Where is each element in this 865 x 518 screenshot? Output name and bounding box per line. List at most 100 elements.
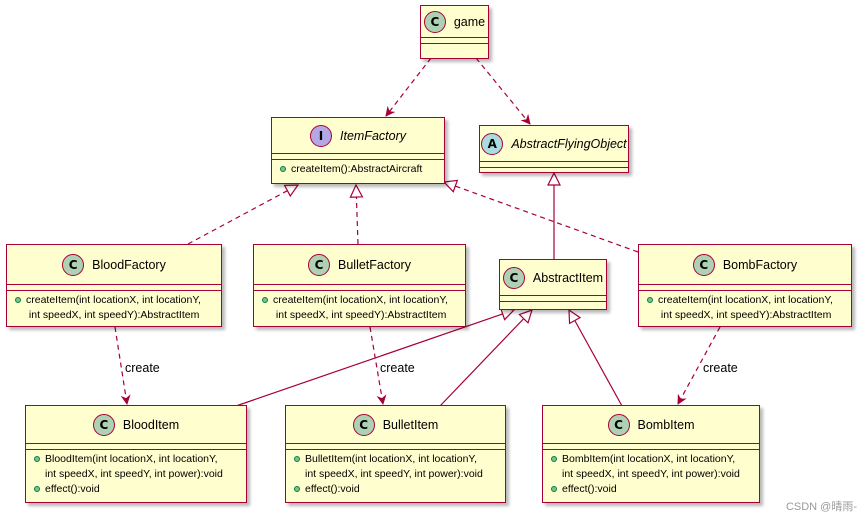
attribute-compartment bbox=[480, 162, 628, 168]
operation-compartment: createItem(int locationX, int locationY,… bbox=[639, 291, 851, 326]
class-blooditem: C BloodItem BloodItem(int locationX, int… bbox=[25, 405, 247, 503]
class-name: BulletFactory bbox=[338, 257, 411, 272]
public-method-icon bbox=[294, 486, 300, 492]
watermark-credit: CSDN @晴雨- bbox=[785, 501, 857, 513]
operation: BloodItem(int locationX, int locationY, … bbox=[34, 452, 246, 482]
attribute-compartment bbox=[272, 154, 444, 160]
operation-signature: BloodItem(int locationX, int locationY, … bbox=[45, 453, 223, 480]
class-stereotype-icon: C bbox=[352, 413, 375, 436]
attribute-compartment bbox=[26, 444, 246, 450]
operation: effect():void bbox=[34, 482, 246, 497]
class-bloodfactory: C BloodFactory createItem(int locationX,… bbox=[6, 244, 222, 327]
create-label-bomb: create bbox=[703, 361, 738, 375]
operation-signature: createItem():AbstractAircraft bbox=[291, 163, 423, 175]
class-name: BombFactory bbox=[722, 257, 798, 272]
edge-bombitem-extends-abstractitem bbox=[569, 310, 623, 407]
operation-signature: BulletItem(int locationX, int locationY,… bbox=[305, 453, 483, 480]
operation-compartment: createItem(int locationX, int locationY,… bbox=[7, 291, 221, 326]
operation-compartment: createItem():AbstractAircraft bbox=[272, 160, 444, 180]
interface-itemfactory: I ItemFactory createItem():AbstractAircr… bbox=[271, 117, 445, 184]
operation-signature: createItem(int locationX, int locationY,… bbox=[273, 294, 448, 321]
class-name: AbstractItem bbox=[532, 270, 604, 285]
class-name: BombItem bbox=[637, 417, 695, 432]
class-stereotype-icon: C bbox=[502, 266, 525, 289]
abstract-class-abstractitem: C AbstractItem bbox=[499, 259, 607, 310]
edge-game-to-abstractflyingobject bbox=[475, 57, 531, 125]
public-method-icon bbox=[262, 297, 268, 303]
class-stereotype-icon: C bbox=[92, 413, 115, 436]
class-bloodfactory-header: C BloodFactory bbox=[7, 245, 221, 285]
public-method-icon bbox=[551, 456, 557, 462]
public-method-icon bbox=[294, 456, 300, 462]
class-blooditem-header: C BloodItem bbox=[26, 406, 246, 444]
attribute-compartment bbox=[639, 285, 851, 291]
class-stereotype-icon: C bbox=[308, 253, 331, 276]
operation: createItem(int locationX, int locationY,… bbox=[647, 293, 851, 323]
public-method-icon bbox=[280, 166, 286, 172]
public-method-icon bbox=[647, 297, 653, 303]
interface-name: ItemFactory bbox=[340, 128, 406, 143]
operation-signature: effect():void bbox=[45, 483, 100, 495]
operation-signature: effect():void bbox=[562, 483, 617, 495]
create-label-blood: create bbox=[125, 361, 160, 375]
class-bombfactory: C BombFactory createItem(int locationX, … bbox=[638, 244, 852, 327]
class-stereotype-icon: C bbox=[607, 413, 630, 436]
class-name: game bbox=[453, 14, 486, 29]
attribute-compartment bbox=[7, 285, 221, 291]
class-bulletfactory: C BulletFactory createItem(int locationX… bbox=[253, 244, 466, 327]
class-name: BloodItem bbox=[122, 417, 180, 432]
operation: BulletItem(int locationX, int locationY,… bbox=[294, 452, 505, 482]
edge-bombfactory-creates-bombitem bbox=[677, 326, 721, 405]
abstract-class-abstractflyingobject: A AbstractFlyingObject bbox=[479, 125, 629, 173]
operation-compartment: BloodItem(int locationX, int locationY, … bbox=[26, 450, 246, 500]
public-method-icon bbox=[34, 456, 40, 462]
edge-game-to-itemfactory bbox=[385, 57, 432, 117]
operation: effect():void bbox=[294, 482, 505, 497]
edge-bloodfactory-realizes-itemfactory bbox=[187, 185, 298, 245]
interface-itemfactory-header: I ItemFactory bbox=[272, 118, 444, 154]
attribute-compartment bbox=[421, 38, 488, 44]
class-bombitem-header: C BombItem bbox=[543, 406, 759, 444]
class-name: BulletItem bbox=[382, 417, 439, 432]
class-name: BloodFactory bbox=[92, 257, 166, 272]
operation-signature: BombItem(int locationX, int locationY, i… bbox=[562, 453, 740, 480]
operation: createItem():AbstractAircraft bbox=[280, 162, 444, 177]
operation: effect():void bbox=[551, 482, 759, 497]
interface-stereotype-icon: I bbox=[310, 124, 332, 147]
class-bulletitem: C BulletItem BulletItem(int locationX, i… bbox=[285, 405, 506, 503]
public-method-icon bbox=[551, 486, 557, 492]
operation-signature: effect():void bbox=[305, 483, 360, 495]
class-game: C game bbox=[420, 5, 489, 59]
operation-signature: createItem(int locationX, int locationY,… bbox=[26, 294, 201, 321]
operation: BombItem(int locationX, int locationY, i… bbox=[551, 452, 759, 482]
abstract-class-abstractitem-header: C AbstractItem bbox=[500, 260, 606, 296]
attribute-compartment bbox=[254, 285, 465, 291]
operation: createItem(int locationX, int locationY,… bbox=[15, 293, 221, 323]
attribute-compartment bbox=[286, 444, 505, 450]
class-bulletfactory-header: C BulletFactory bbox=[254, 245, 465, 285]
edge-bulletfactory-realizes-itemfactory bbox=[356, 185, 358, 245]
operation: createItem(int locationX, int locationY,… bbox=[262, 293, 465, 323]
edge-bloodfactory-creates-blooditem bbox=[114, 326, 131, 405]
create-label-bullet: create bbox=[380, 361, 415, 375]
operation-compartment: BombItem(int locationX, int locationY, i… bbox=[543, 450, 759, 500]
edge-bulletfactory-creates-bulletitem bbox=[369, 326, 387, 405]
class-name: AbstractFlyingObject bbox=[511, 136, 627, 151]
public-method-icon bbox=[15, 297, 21, 303]
class-stereotype-icon: C bbox=[423, 10, 446, 33]
class-stereotype-icon: C bbox=[62, 253, 85, 276]
operation-compartment: createItem(int locationX, int locationY,… bbox=[254, 291, 465, 326]
attribute-compartment bbox=[543, 444, 759, 450]
operation-compartment: BulletItem(int locationX, int locationY,… bbox=[286, 450, 505, 500]
class-bulletitem-header: C BulletItem bbox=[286, 406, 505, 444]
abstract-stereotype-icon: A bbox=[481, 132, 504, 155]
abstract-class-abstractflyingobject-header: A AbstractFlyingObject bbox=[480, 126, 628, 162]
attribute-compartment bbox=[500, 296, 606, 302]
class-bombitem: C BombItem BombItem(int locationX, int l… bbox=[542, 405, 760, 503]
edge-bulletitem-extends-abstractitem bbox=[439, 310, 532, 407]
edge-bombfactory-realizes-itemfactory bbox=[444, 182, 639, 253]
public-method-icon bbox=[34, 486, 40, 492]
operation-signature: createItem(int locationX, int locationY,… bbox=[658, 294, 833, 321]
class-stereotype-icon: C bbox=[692, 253, 715, 276]
